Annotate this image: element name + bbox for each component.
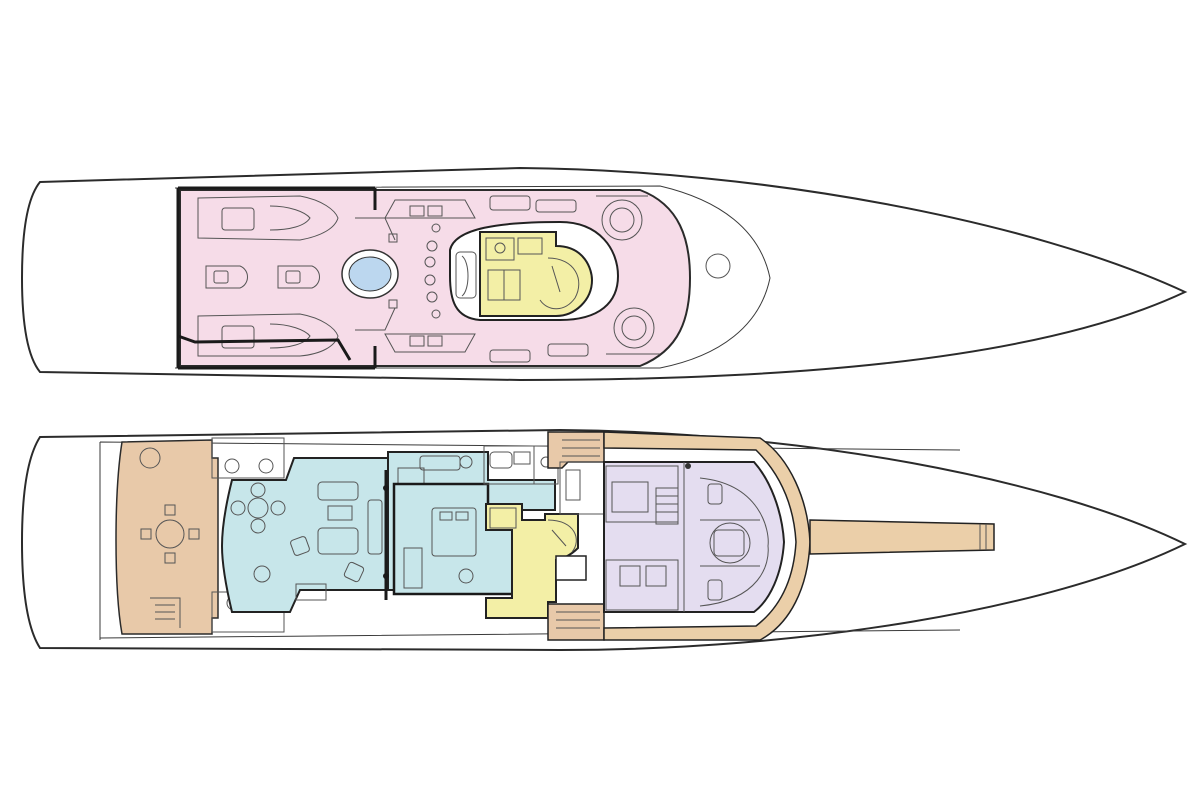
- gangway-rails: [979, 524, 987, 550]
- vanity: [513, 451, 531, 465]
- main-salon: [220, 457, 389, 613]
- side-deck-walkway: [603, 431, 811, 641]
- salon-sofa-group: [317, 481, 383, 555]
- aft-seat: [224, 458, 240, 474]
- main-deck: [20, 428, 1188, 652]
- vanity: [517, 237, 543, 255]
- stair-well: [655, 487, 679, 525]
- tender-crane: [177, 334, 352, 361]
- jet-ski-2: [277, 265, 320, 289]
- salon-armchairs: [253, 536, 365, 583]
- lounge-seating-starboard: [384, 333, 476, 353]
- stair-treads: [556, 611, 600, 629]
- salon-divider: [383, 470, 389, 600]
- sun-deck: [20, 166, 1188, 382]
- galley-counter: [565, 469, 581, 501]
- staircase-starboard: [547, 603, 605, 641]
- sun-deck-bulkhead: [176, 186, 377, 370]
- cabinetry: [487, 269, 521, 301]
- aft-stairs: [150, 597, 181, 628]
- staircase-port: [547, 431, 605, 469]
- game-table: [230, 482, 286, 534]
- sun-deck-service-core: [479, 231, 594, 317]
- aft-banquette-port: [211, 437, 285, 479]
- deck-chair: [489, 195, 531, 211]
- forward-salon-sofa: [419, 455, 473, 471]
- helm-seating: [699, 477, 769, 607]
- deck-chair: [547, 343, 589, 357]
- sun-pad-forward-starboard: [606, 307, 660, 355]
- captain-bed: [611, 481, 649, 513]
- foredeck-gangway: [809, 519, 995, 555]
- radar-dome: [705, 253, 731, 279]
- sun-pad-forward-port: [596, 195, 648, 241]
- master-stool: [458, 568, 474, 584]
- crew-bunk: [619, 565, 641, 587]
- jacuzzi: [341, 249, 399, 299]
- bathtub: [489, 451, 513, 469]
- jet-ski-1: [205, 265, 248, 289]
- wc-fixture: [494, 242, 506, 254]
- aft-deck-planter: [139, 447, 161, 469]
- stair-treads: [656, 495, 678, 513]
- deck-chair: [489, 349, 531, 363]
- aft-dining-table: [140, 504, 200, 564]
- crew-cabin: [605, 559, 679, 611]
- tender-boat-port: [197, 195, 339, 241]
- lounge-seating-port: [384, 199, 476, 219]
- core-cabinet: [489, 507, 517, 529]
- wheelhouse: [603, 461, 786, 613]
- helm-bench: [455, 251, 477, 299]
- head-compartment: [485, 237, 515, 261]
- stair-treads: [562, 439, 600, 457]
- deck-post: [388, 299, 398, 309]
- crew-bunk: [645, 565, 667, 587]
- master-bench: [403, 547, 423, 589]
- helm-bench-arc: [461, 255, 469, 297]
- sun-deck-inner-rail: [174, 185, 771, 369]
- aft-seat: [258, 458, 274, 474]
- bar-stools: [424, 223, 441, 319]
- salon-desk: [295, 583, 327, 601]
- core-spiral-stair: [547, 519, 577, 553]
- tender-boat-starboard: [197, 313, 339, 357]
- lobby-opening: [555, 555, 587, 581]
- wheelhouse-column: [685, 463, 691, 469]
- master-bed: [431, 507, 477, 557]
- deck-chair: [535, 199, 577, 213]
- deck-post: [388, 233, 398, 243]
- spiral-stair: [539, 257, 580, 310]
